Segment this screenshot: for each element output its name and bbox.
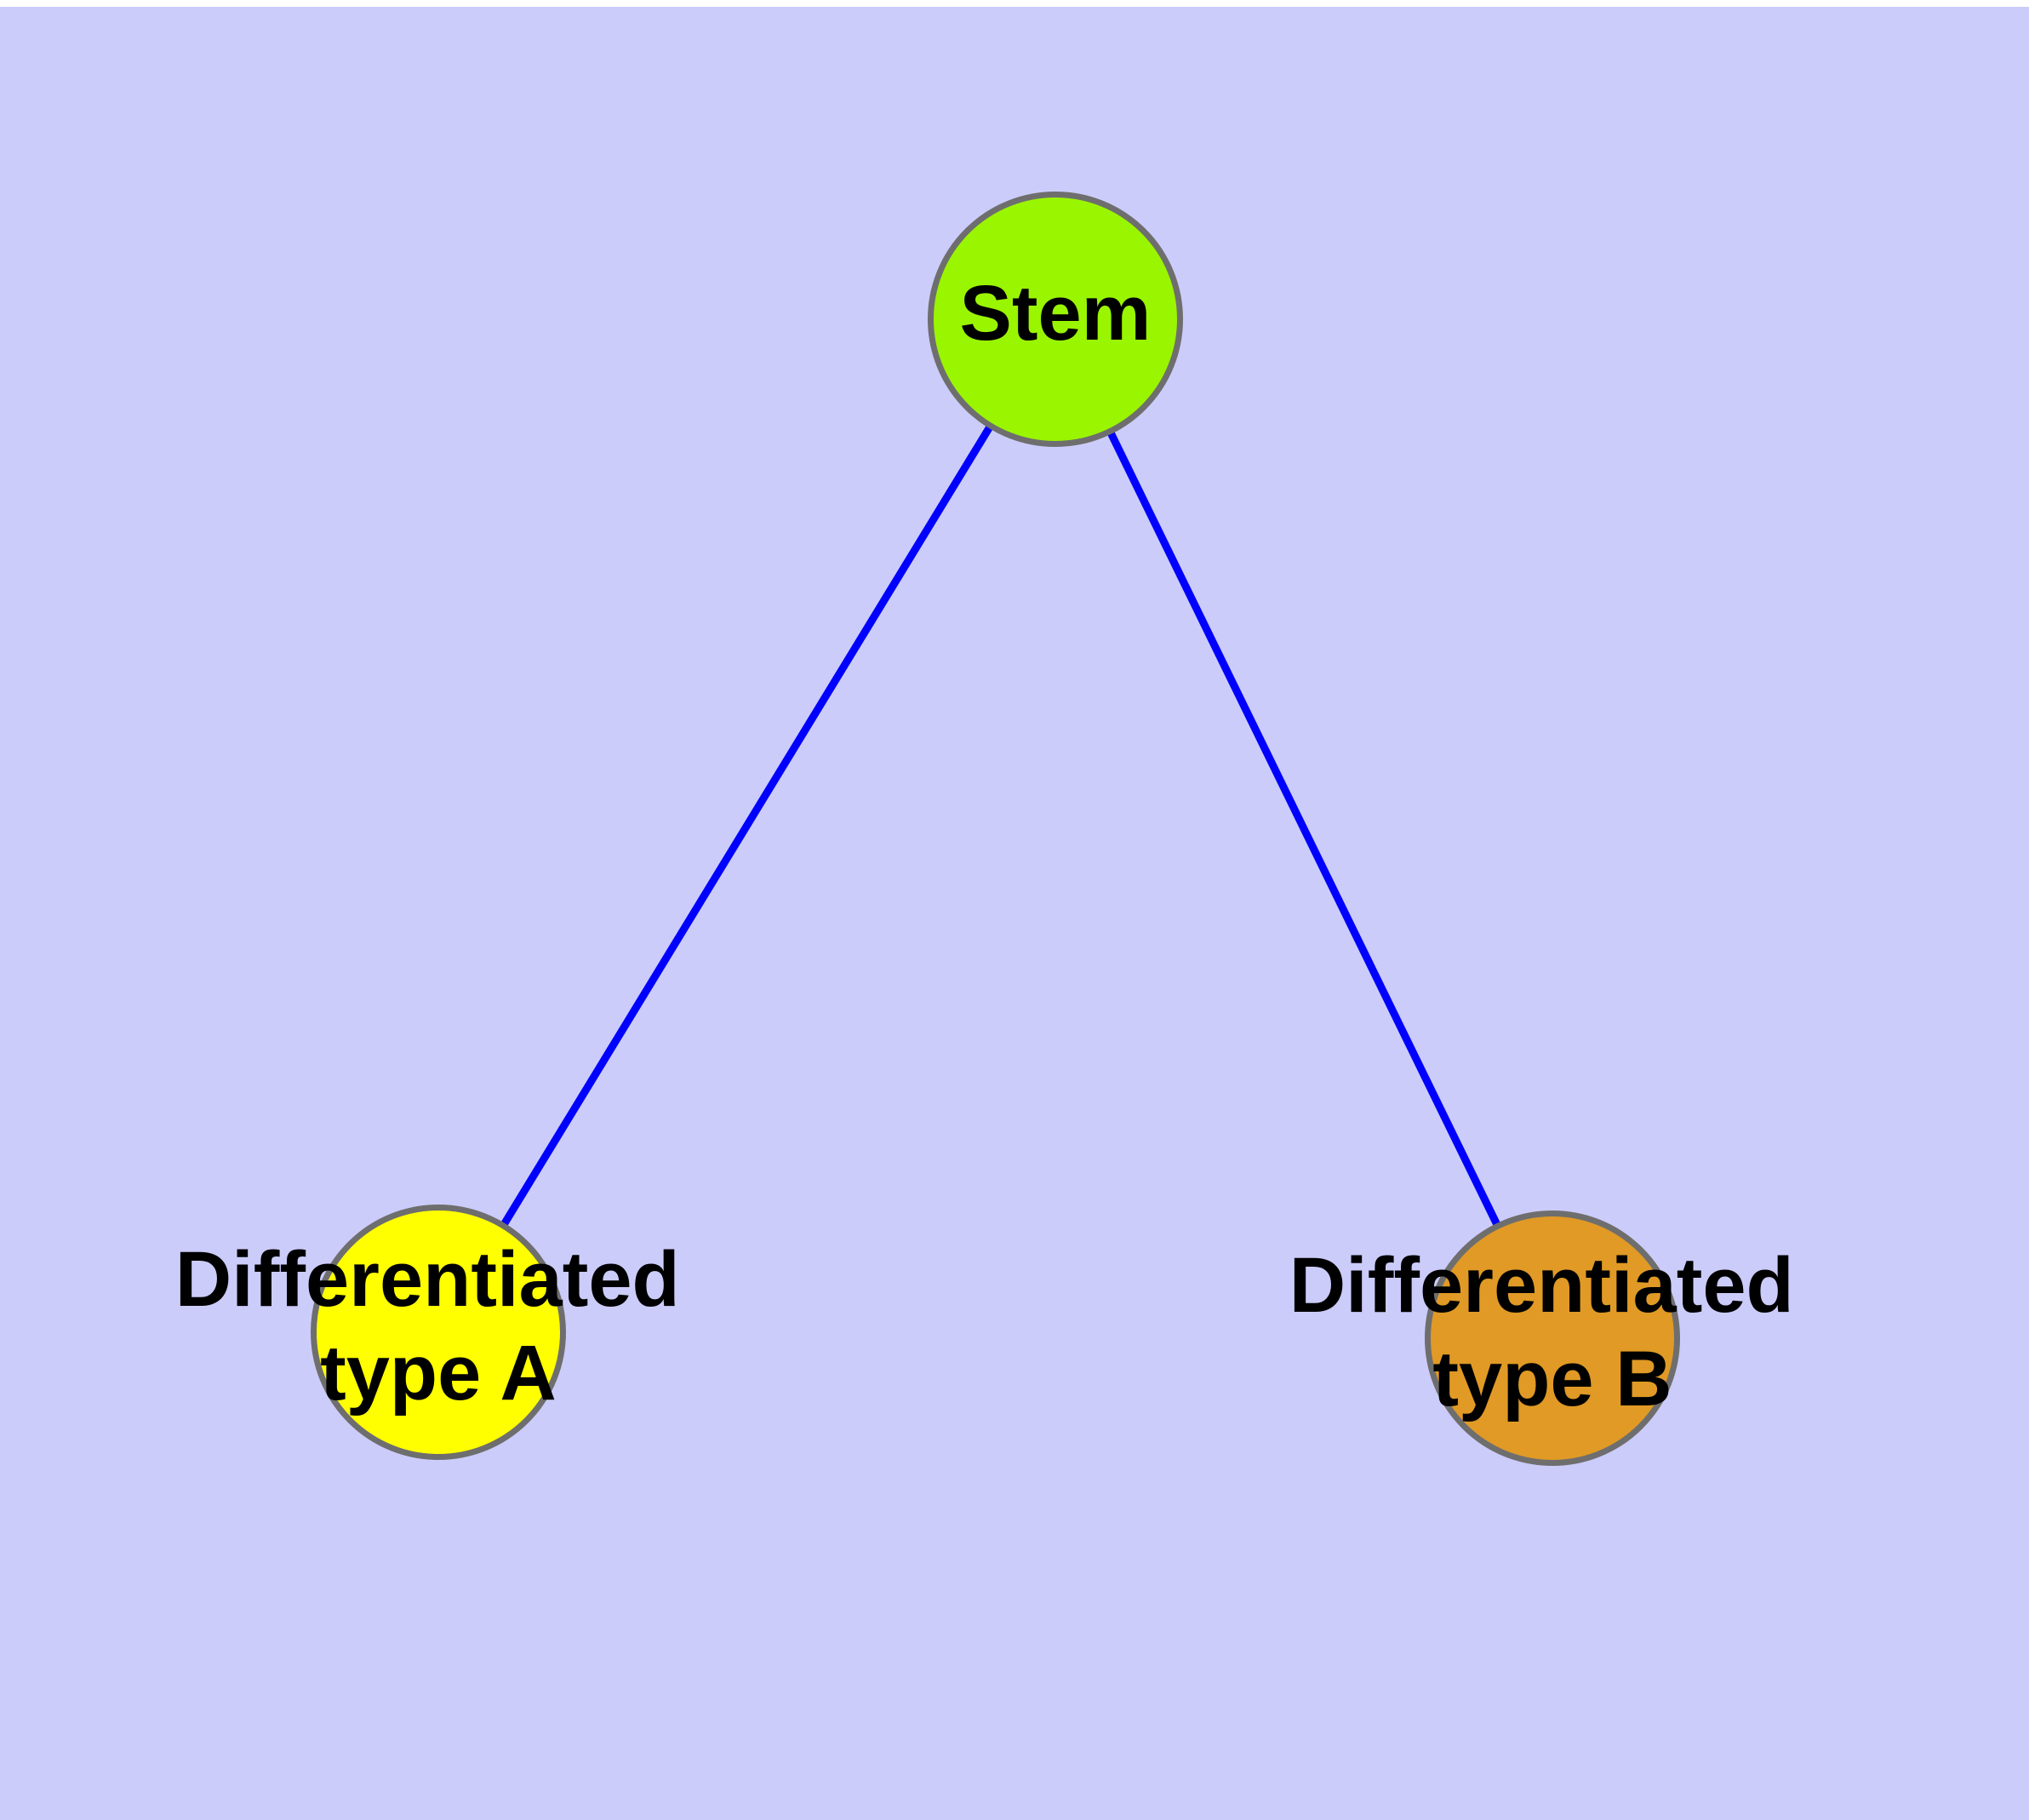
edge-layer — [500, 423, 1502, 1228]
node-label-diff-a-line-1: Differentiated — [175, 1236, 680, 1323]
node-circle-diff-b[interactable] — [1425, 1210, 1680, 1466]
node-circle-diff-a[interactable] — [311, 1205, 566, 1460]
node-label-diff-a: Differentiated type A — [175, 1236, 702, 1417]
node-layer — [311, 192, 1680, 1466]
label-layer: Stem Differentiated type A Differentiate… — [175, 270, 1816, 1422]
node-stem[interactable] — [928, 192, 1183, 447]
node-label-stem: Stem — [960, 270, 1152, 357]
node-circle-stem[interactable] — [928, 192, 1183, 447]
node-label-diff-b-line-2: type B — [1432, 1336, 1672, 1422]
edge-stem-to-diff-b[interactable] — [1106, 429, 1502, 1228]
node-label-diff-b: Differentiated type B — [1289, 1242, 1816, 1422]
node-label-diff-a-line-2: type A — [320, 1330, 557, 1417]
node-diff-b[interactable] — [1425, 1210, 1680, 1466]
edge-stem-to-diff-a[interactable] — [500, 423, 994, 1228]
node-label-diff-b-line-1: Differentiated — [1289, 1242, 1794, 1329]
node-label-stem-line-1: Stem — [960, 270, 1152, 357]
node-diff-a[interactable] — [311, 1205, 566, 1460]
